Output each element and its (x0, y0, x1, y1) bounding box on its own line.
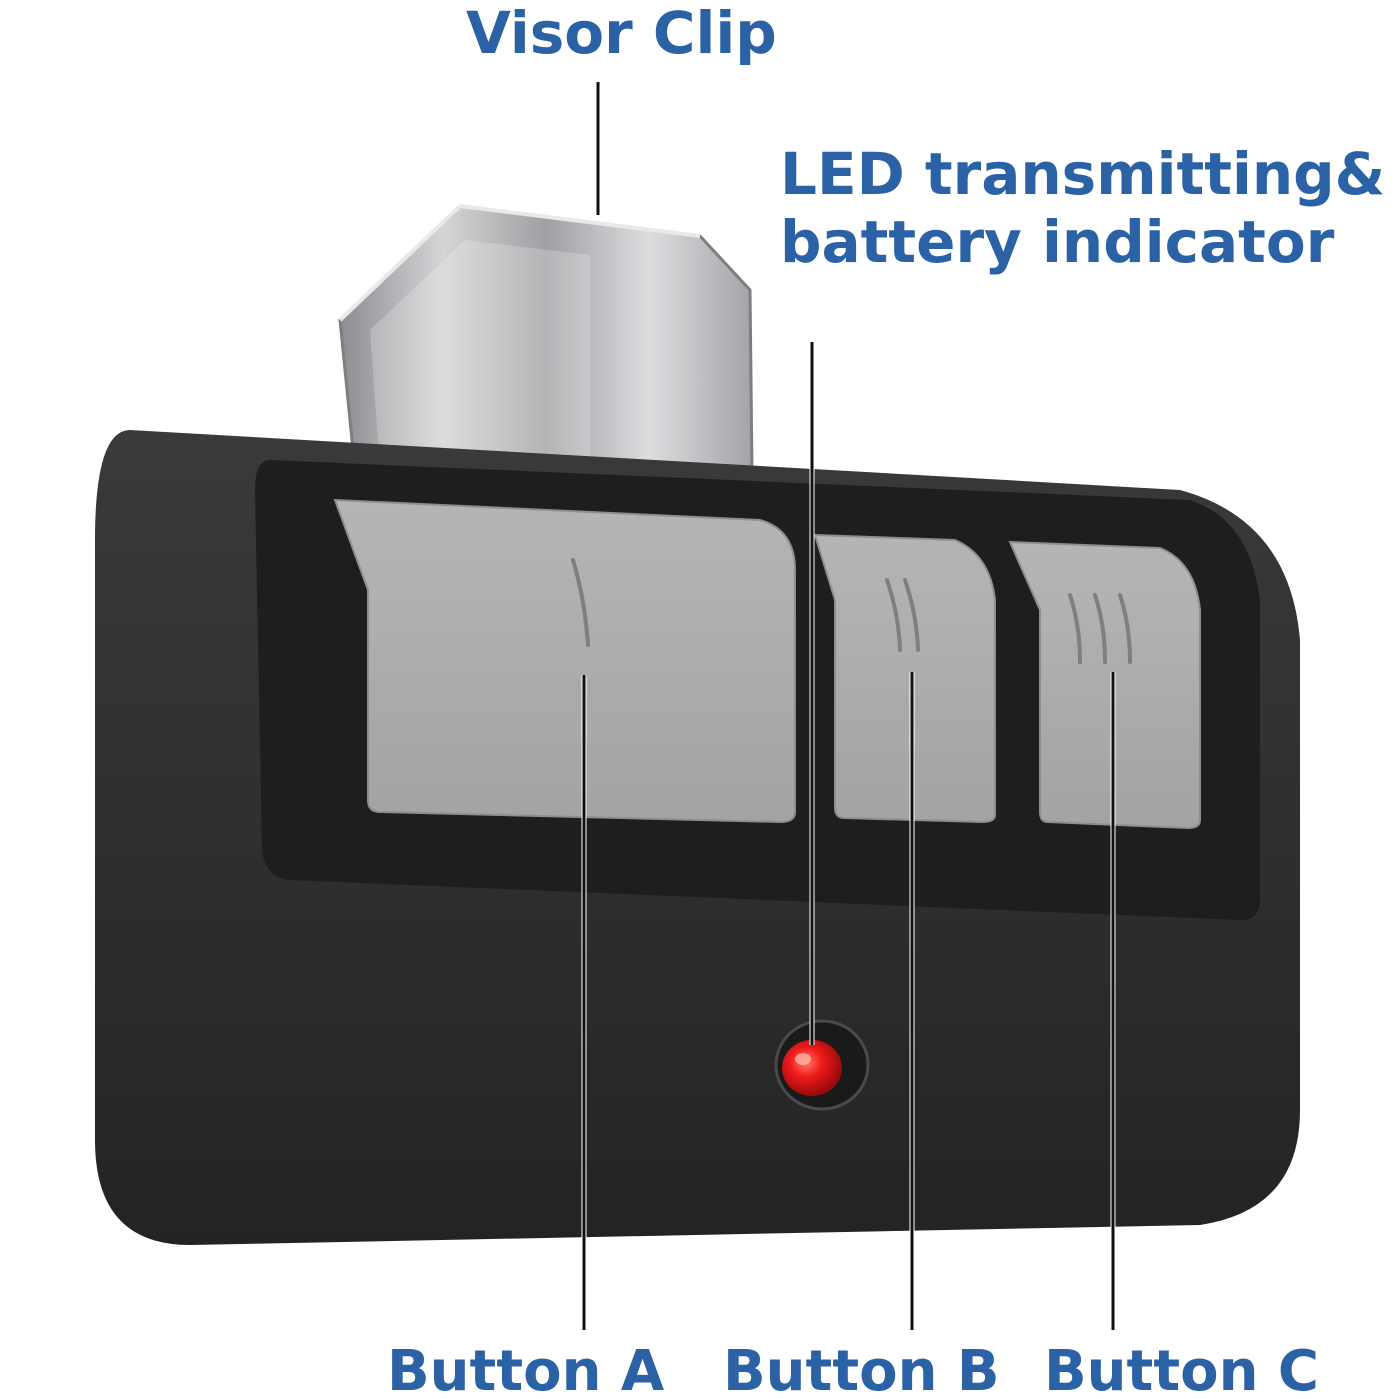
led-indicator (774, 1019, 870, 1111)
led-indicator-label: LED transmitting& battery indicator (780, 140, 1385, 277)
leader-lines (581, 82, 1116, 1330)
button-c-label: Button C (1044, 1339, 1320, 1399)
button-b[interactable] (813, 533, 996, 824)
button-a-label: Button A (387, 1339, 665, 1399)
one-bar-icon (571, 558, 590, 647)
visor-clip (338, 203, 754, 472)
led-label-line-2: battery indicator (780, 208, 1335, 277)
button-c[interactable] (1008, 540, 1201, 830)
three-bars-icon (1068, 593, 1132, 664)
visor-clip-label: Visor Clip (466, 0, 777, 67)
button-a[interactable] (333, 498, 796, 824)
two-bars-icon (885, 578, 920, 652)
led-label-line-1: LED transmitting& (780, 140, 1386, 208)
button-b-label: Button B (723, 1339, 1000, 1399)
